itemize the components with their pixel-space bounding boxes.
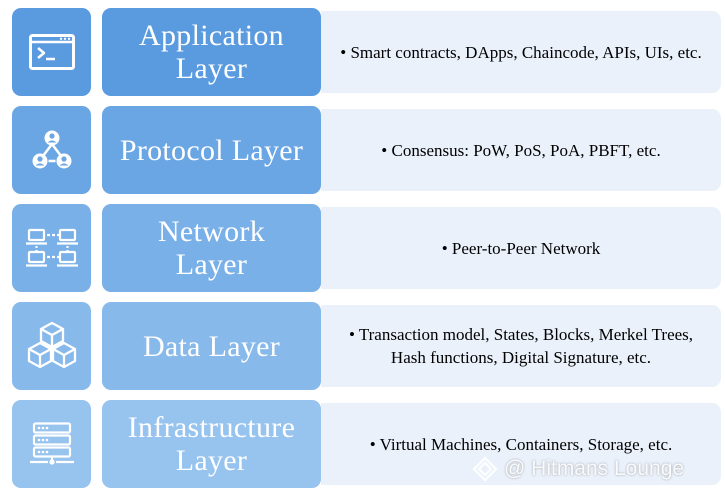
network-computers-icon xyxy=(25,228,78,267)
layer-icon-box xyxy=(12,400,91,488)
layer-description-text: • Peer-to-Peer Network xyxy=(441,238,601,258)
layer-icon-box xyxy=(12,302,91,390)
layer-description: • Virtual Machines, Containers, Storage,… xyxy=(321,403,721,485)
layer-name-text: Data Layer xyxy=(142,329,281,363)
layer-name-text: Application Layer xyxy=(139,19,284,85)
watermark: @ Hitmans Lounge xyxy=(472,456,684,482)
terminal-window-icon xyxy=(28,34,75,70)
server-rack-icon xyxy=(29,422,74,465)
layer-name: Protocol Layer xyxy=(102,106,321,194)
layer-description-text: • Consensus: PoW, PoS, PoA, PBFT, etc. xyxy=(381,140,661,160)
layer-name: Network Layer xyxy=(102,204,321,292)
layer-description: • Peer-to-Peer Network xyxy=(321,207,721,289)
nodes-consensus-icon xyxy=(32,130,71,169)
layer-icon-box xyxy=(12,106,91,194)
layer-description-text: • Smart contracts, DApps, Chaincode, API… xyxy=(340,42,702,62)
layer-icon-box xyxy=(12,8,91,96)
layer-name-text: Network Layer xyxy=(157,215,266,281)
layer-description-text: • Virtual Machines, Containers, Storage,… xyxy=(369,434,673,454)
layer-description: • Transaction model, States, Blocks, Mer… xyxy=(321,305,721,387)
layer-description: • Smart contracts, DApps, Chaincode, API… xyxy=(321,11,721,93)
layer-description-text: • Transaction model, States, Blocks, Mer… xyxy=(348,325,694,367)
layer-icon-box xyxy=(12,204,91,292)
layer-name: Data Layer xyxy=(102,302,321,390)
layer-name: Application Layer xyxy=(102,8,321,96)
layer-name: Infrastructure Layer xyxy=(102,400,321,488)
layer-name-text: Infrastructure Layer xyxy=(127,411,296,477)
watermark-text: @ Hitmans Lounge xyxy=(504,457,685,480)
layer-name-text: Protocol Layer xyxy=(119,133,304,167)
layer-description: • Consensus: PoW, PoS, PoA, PBFT, etc. xyxy=(321,109,721,191)
blocks-cubes-icon xyxy=(27,321,76,369)
logo-diamond-icon xyxy=(472,456,498,482)
